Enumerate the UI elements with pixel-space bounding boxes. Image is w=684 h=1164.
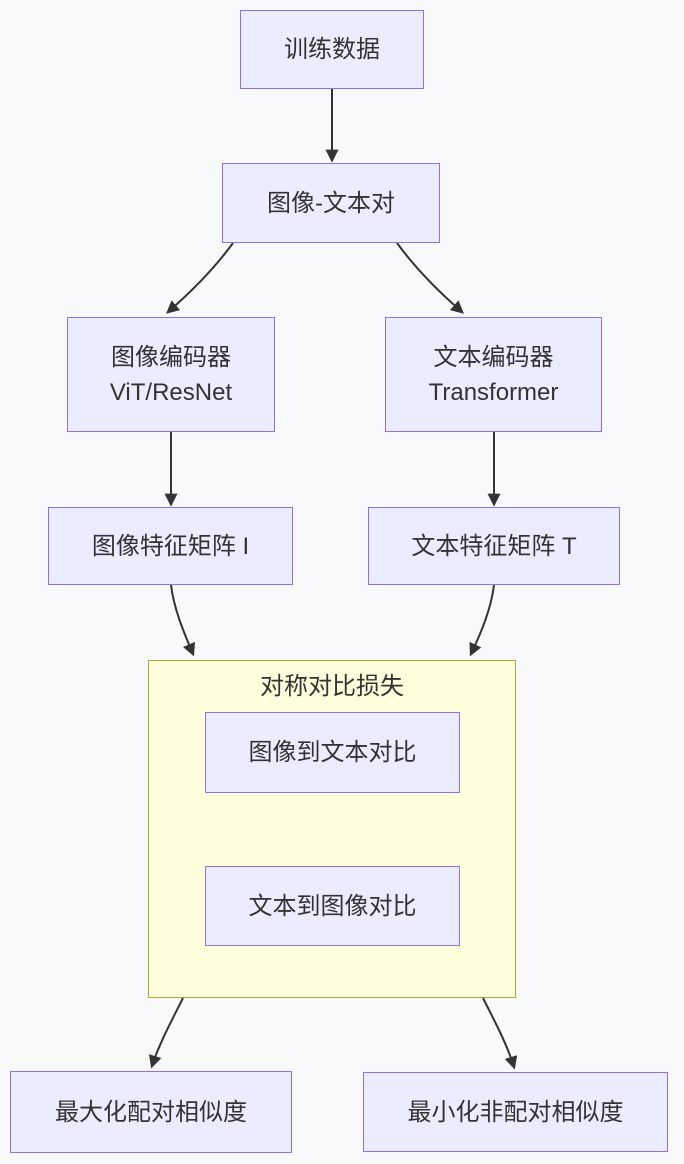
node-label: 文本到图像对比 — [248, 892, 417, 920]
edge-imagefeatures-to-loss — [170, 584, 195, 657]
edge-loss-to-maximize — [148, 997, 184, 1069]
edge-pairs-to-textencoder — [396, 242, 464, 314]
node-label: 最小化非配对相似度 — [407, 1098, 624, 1126]
node-image-feature-matrix: 图像特征矩阵 I — [48, 507, 293, 585]
node-maximize-paired-similarity: 最大化配对相似度 — [10, 1071, 292, 1153]
edge-loss-to-minimize — [482, 997, 518, 1070]
node-image-encoder: 图像编码器 ViT/ResNet — [67, 317, 275, 432]
node-minimize-unpaired-similarity: 最小化非配对相似度 — [363, 1072, 668, 1152]
node-image-to-text-contrast: 图像到文本对比 — [205, 712, 460, 793]
node-label-line1: 图像编码器 — [111, 343, 231, 371]
edge-textfeatures-to-loss — [469, 584, 495, 657]
node-label: 图像到文本对比 — [248, 739, 417, 766]
node-label-line1: 文本编码器 — [433, 343, 554, 371]
node-label-line2: Transformer — [428, 378, 559, 406]
node-image-text-pairs: 图像-文本对 — [222, 163, 440, 243]
node-text-to-image-contrast: 文本到图像对比 — [205, 866, 460, 946]
edge-pairs-to-imageencoder — [166, 242, 234, 314]
node-label: 文本特征矩阵 T — [411, 532, 577, 560]
node-label: 图像-文本对 — [267, 189, 395, 217]
node-text-feature-matrix: 文本特征矩阵 T — [368, 507, 620, 585]
node-text-encoder: 文本编码器 Transformer — [385, 317, 602, 432]
node-train-data: 训练数据 — [240, 10, 424, 89]
node-label: 最大化配对相似度 — [55, 1098, 247, 1126]
subgraph-title: 对称对比损失 — [260, 673, 404, 700]
node-label-line2: ViT/ResNet — [109, 378, 233, 406]
node-label: 图像特征矩阵 I — [91, 532, 250, 560]
node-label: 训练数据 — [284, 36, 380, 63]
